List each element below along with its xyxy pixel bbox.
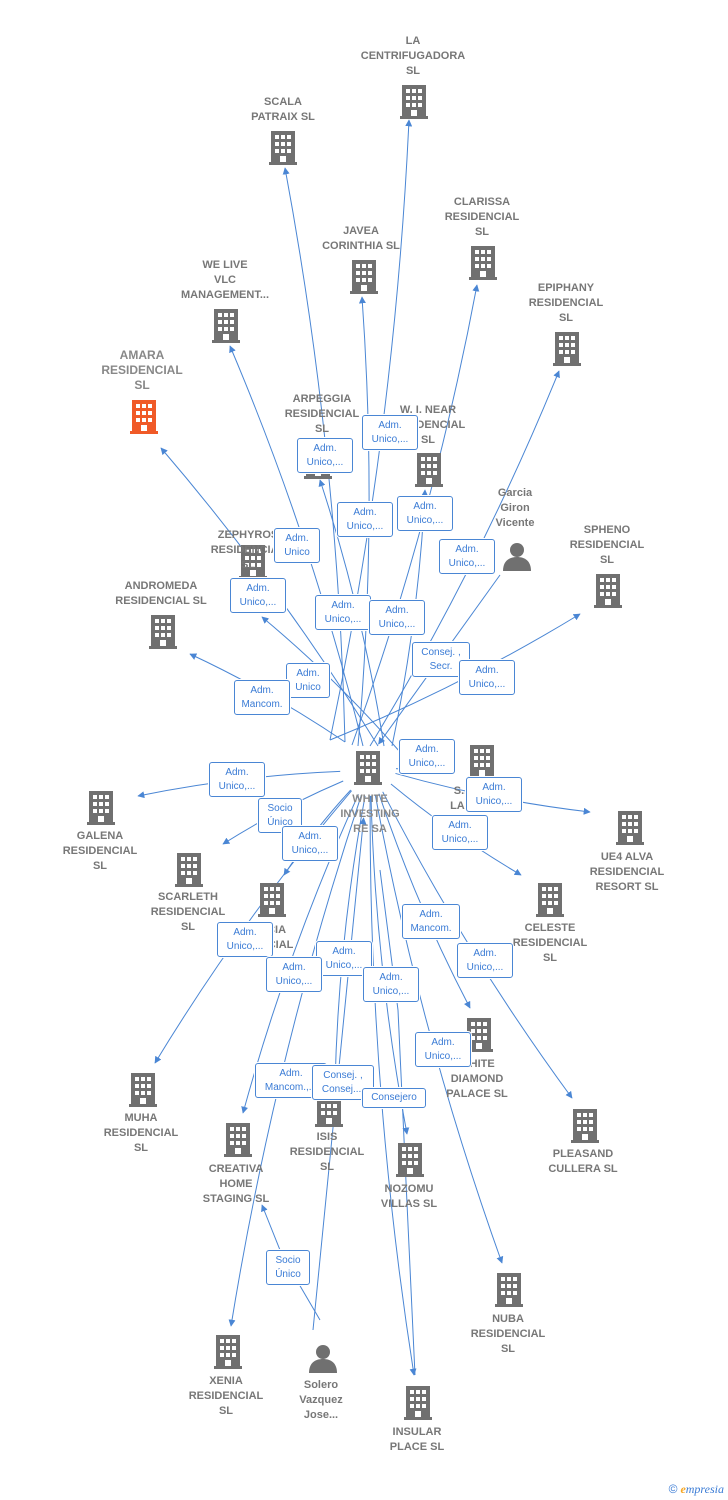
relation-badge[interactable]: Adm. Unico,...	[363, 967, 419, 1002]
company-label-galena[interactable]: GALENA RESIDENCIAL SL	[62, 830, 138, 872]
company-building-icon-celeste[interactable]	[536, 883, 564, 917]
company-label-muha[interactable]: MUHA RESIDENCIAL SL	[103, 1112, 179, 1154]
company-label-nozomu[interactable]: NOZOMU VILLAS SL	[380, 1183, 438, 1210]
company-label-insular[interactable]: INSULAR PLACE SL	[389, 1426, 445, 1453]
edge-from-insular	[379, 869, 416, 1376]
company-label-clarissa[interactable]: CLARISSA RESIDENCIAL SL	[444, 196, 520, 238]
company-building-icon-javea-corinthia[interactable]	[350, 260, 378, 294]
relation-badge[interactable]: Adm. Unico,...	[397, 496, 453, 531]
person-label-garcia-giron[interactable]: Garcia Giron Vicente	[495, 487, 535, 529]
company-label-isis[interactable]: ISIS RESIDENCIAL SL	[289, 1131, 365, 1173]
relation-badge[interactable]: Adm. Mancom.	[402, 904, 460, 939]
relation-badge[interactable]: Adm. Unico,...	[282, 826, 338, 861]
person-label-solero-vazquez[interactable]: Solero Vazquez Jose...	[299, 1379, 343, 1421]
company-building-icon-galena[interactable]	[87, 791, 115, 825]
edge-to-xenia	[228, 795, 362, 1327]
company-label-amara[interactable]: AMARA RESIDENCIAL SL	[101, 348, 183, 392]
company-label-la-centrifugadora[interactable]: LA CENTRIFUGADORA SL	[360, 35, 466, 77]
relation-badge[interactable]: Adm. Unico,...	[362, 415, 418, 450]
company-label-pleasand[interactable]: PLEASAND CULLERA SL	[548, 1148, 618, 1175]
company-building-icon-amara[interactable]	[130, 400, 158, 434]
relation-badge[interactable]: Adm. Unico,...	[457, 943, 513, 978]
relation-badge[interactable]: Adm. Mancom.	[234, 680, 290, 715]
company-building-icon-nuba[interactable]	[495, 1273, 523, 1307]
relation-badge[interactable]: Adm. Unico,...	[316, 941, 372, 976]
relation-badge[interactable]: Adm. Unico,...	[399, 739, 455, 774]
company-label-javea-corinthia[interactable]: JAVEA CORINTHIA SL	[322, 225, 400, 252]
person-icon-solero-vazquez[interactable]	[309, 1345, 337, 1373]
company-building-icon-xenia[interactable]	[214, 1335, 242, 1369]
relation-badge[interactable]: Consejero	[362, 1088, 426, 1108]
copyright-symbol: ©	[668, 1482, 678, 1496]
center-company-building-icon[interactable]	[354, 751, 382, 785]
center-company-label[interactable]: WHITE INVESTING RE SA	[340, 793, 400, 835]
company-label-arpeggia[interactable]: ARPEGGIA RESIDENCIAL SL	[284, 393, 360, 435]
relation-badge[interactable]: Adm. Unico,...	[297, 438, 353, 473]
edge-to-nuba	[374, 794, 504, 1264]
relation-badge[interactable]: Adm. Unico,...	[315, 595, 371, 630]
company-building-icon-we-live-vlc[interactable]	[212, 309, 240, 343]
company-building-icon-pleasand[interactable]	[571, 1109, 599, 1143]
edge-to-isis	[331, 795, 366, 1086]
company-building-icon-ue4-alva[interactable]	[616, 811, 644, 845]
relation-badge[interactable]: Adm. Unico,...	[230, 578, 286, 613]
person-icon-garcia-giron[interactable]	[503, 543, 531, 571]
relation-badge[interactable]: Adm. Unico,...	[217, 922, 273, 957]
company-label-ue4-alva[interactable]: UE4 ALVA RESIDENCIAL RESORT SL	[589, 851, 665, 893]
relation-badge[interactable]: Adm. Unico,...	[466, 777, 522, 812]
company-building-icon-insular[interactable]	[404, 1386, 432, 1420]
empresia-watermark: © empresia	[669, 1482, 724, 1497]
company-label-celeste[interactable]: CELESTE RESIDENCIAL SL	[512, 922, 588, 964]
company-building-icon-sur-la[interactable]	[468, 745, 496, 779]
company-building-icon-acacia[interactable]	[258, 883, 286, 917]
company-building-icon-spheno[interactable]	[594, 574, 622, 608]
relation-badge[interactable]: Adm. Unico	[274, 528, 320, 563]
relation-badge[interactable]: Adm. Unico	[286, 663, 330, 698]
company-building-icon-la-centrifugadora[interactable]	[400, 85, 428, 119]
brand-logo-text: mpresia	[685, 1482, 724, 1496]
company-label-xenia[interactable]: XENIA RESIDENCIAL SL	[188, 1375, 264, 1417]
company-building-icon-epiphany[interactable]	[553, 332, 581, 366]
relation-badge[interactable]: Adm. Unico,...	[415, 1032, 471, 1067]
company-building-icon-scala-patraix[interactable]	[269, 131, 297, 165]
company-label-scarleth[interactable]: SCARLETH RESIDENCIAL SL	[150, 891, 226, 933]
company-label-zephyros[interactable]: ZEPHYROS RESIDENCIAL SL	[210, 529, 286, 571]
company-building-icon-nozomu[interactable]	[396, 1143, 424, 1177]
relation-badge[interactable]: Adm. Unico,...	[439, 539, 495, 574]
relation-badge[interactable]: Adm. Unico,...	[209, 762, 265, 797]
company-building-icon-andromeda[interactable]	[149, 615, 177, 649]
company-building-icon-scarleth[interactable]	[175, 853, 203, 887]
edge-to-spheno	[329, 613, 581, 741]
relation-badge[interactable]: Adm. Unico,...	[369, 600, 425, 635]
company-label-epiphany[interactable]: EPIPHANY RESIDENCIAL SL	[528, 282, 604, 324]
company-building-icon-creativa[interactable]	[224, 1123, 252, 1157]
relation-badge[interactable]: Socio Único	[266, 1250, 310, 1285]
company-label-nuba[interactable]: NUBA RESIDENCIAL SL	[470, 1313, 546, 1355]
edge-to-insular	[369, 795, 417, 1376]
company-building-icon-clarissa[interactable]	[469, 246, 497, 280]
company-label-andromeda[interactable]: ANDROMEDA RESIDENCIAL SL	[115, 580, 207, 607]
company-label-white-diamond[interactable]: WHITE DIAMOND PALACE SL	[446, 1058, 508, 1100]
company-label-spheno[interactable]: SPHENO RESIDENCIAL SL	[569, 524, 645, 566]
relation-badge[interactable]: Adm. Unico,...	[459, 660, 515, 695]
company-label-we-live-vlc[interactable]: WE LIVE VLC MANAGEMENT...	[181, 259, 269, 301]
company-building-icon-muha[interactable]	[129, 1073, 157, 1107]
company-label-scala-patraix[interactable]: SCALA PATRAIX SL	[251, 96, 315, 123]
brand-logo-e: e	[680, 1482, 686, 1496]
edge-to-white-diamond	[378, 793, 471, 1009]
relation-badge[interactable]: Adm. Unico,...	[337, 502, 393, 537]
company-label-creativa[interactable]: CREATIVA HOME STAGING SL	[202, 1163, 270, 1205]
relation-badge[interactable]: Adm. Unico,...	[432, 815, 488, 850]
company-building-icon-w-i-near[interactable]	[415, 453, 443, 487]
relation-badge[interactable]: Adm. Unico,...	[266, 957, 322, 992]
